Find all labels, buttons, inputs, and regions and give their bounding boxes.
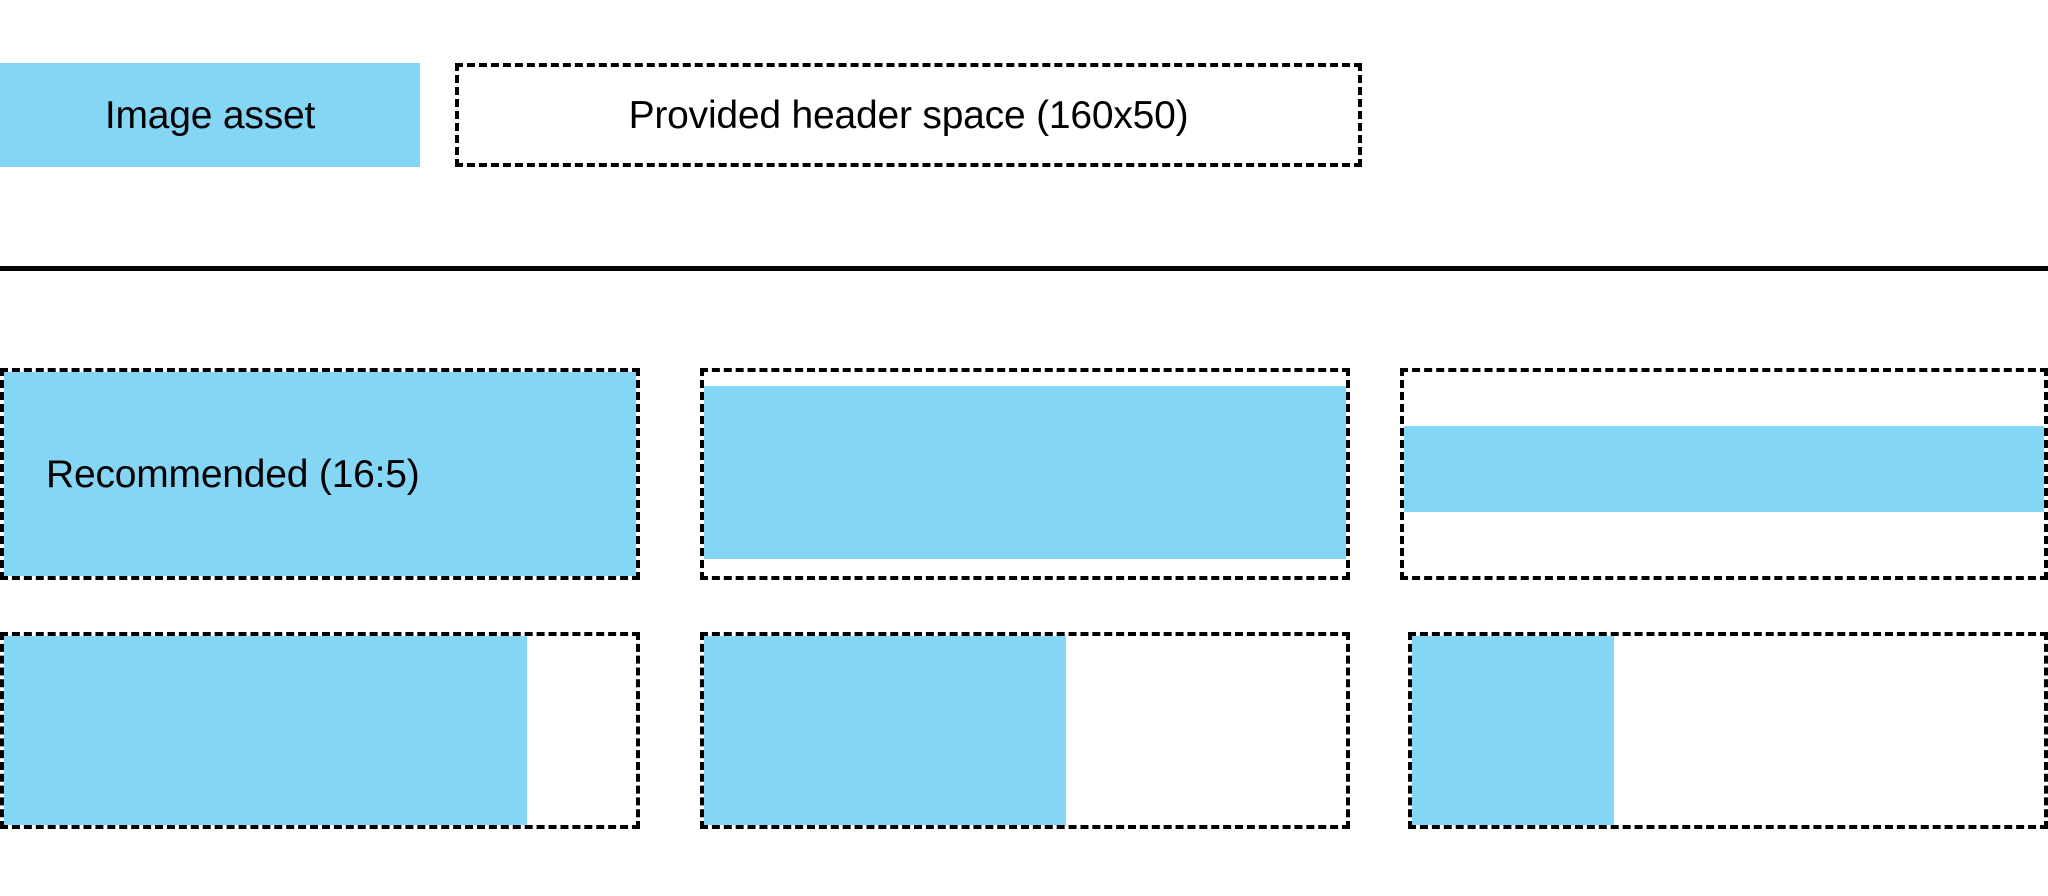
ratio-cell-row1-col2 xyxy=(700,368,1350,580)
asset-fill-row2-col3 xyxy=(1412,636,1614,825)
asset-fill-row1-col3 xyxy=(1404,426,2044,512)
image-asset-swatch: Image asset xyxy=(0,63,420,167)
ratio-cell-row2-col2 xyxy=(700,632,1350,829)
aspect-ratio-grid: Recommended (16:5) xyxy=(0,368,2048,833)
asset-fill-row2-col2 xyxy=(704,636,1066,825)
asset-fill-row1-col1: Recommended (16:5) xyxy=(4,372,636,576)
provided-header-space-label: Provided header space (160x50) xyxy=(628,93,1189,137)
ratio-cell-row2-col3 xyxy=(1408,632,2048,829)
section-divider xyxy=(0,266,2048,271)
header-row: Image asset Provided header space (160x5… xyxy=(0,63,2048,167)
ratio-cell-row1-col3 xyxy=(1400,368,2048,580)
recommended-ratio-label: Recommended (16:5) xyxy=(46,452,420,496)
provided-header-space-box: Provided header space (160x50) xyxy=(455,63,1362,167)
asset-fill-row2-col1 xyxy=(4,636,527,825)
ratio-cell-row2-col1 xyxy=(0,632,640,829)
image-asset-label: Image asset xyxy=(104,93,316,137)
ratio-cell-row1-col1: Recommended (16:5) xyxy=(0,368,640,580)
asset-fill-row1-col2 xyxy=(704,386,1346,559)
